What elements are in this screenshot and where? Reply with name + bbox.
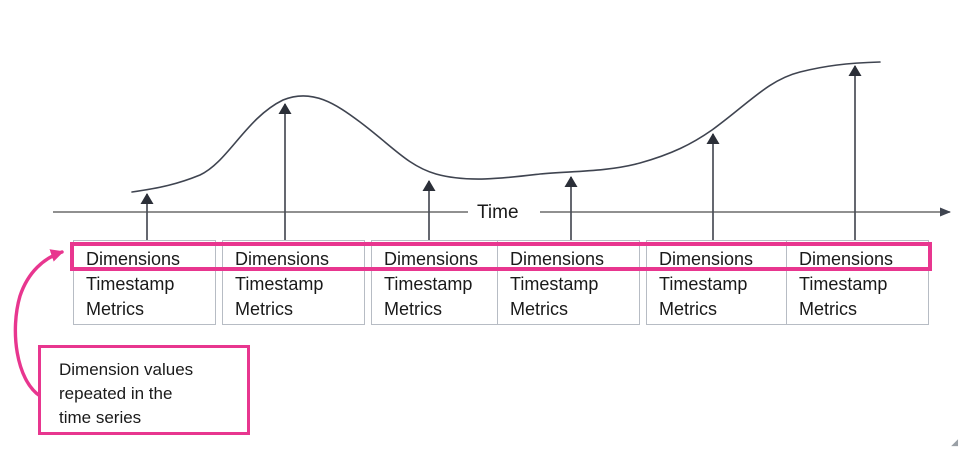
record-field-timestamp: Timestamp [799,274,888,294]
record-field-dimensions: Dimensions [799,249,894,269]
record-box-4[interactable]: Dimensions Timestamp Metrics [497,240,640,325]
record-field-timestamp: Timestamp [659,274,748,294]
sample-arrows-group [140,65,862,240]
record-field-dimensions: Dimensions [86,249,181,269]
record-box-2[interactable]: Dimensions Timestamp Metrics [222,240,365,325]
record-field-timestamp: Timestamp [384,274,473,294]
record-box-1[interactable]: Dimensions Timestamp Metrics [73,240,216,325]
record-field-dimensions: Dimensions [235,249,330,269]
record-box-6[interactable]: Dimensions Timestamp Metrics [786,240,929,325]
time-axis-label: Time [468,203,528,222]
record-field-timestamp: Timestamp [235,274,324,294]
callout-connector-arrow [13,249,64,398]
record-field-metrics: Metrics [659,299,717,319]
record-field-dimensions: Dimensions [510,249,605,269]
record-field-metrics: Metrics [235,299,293,319]
record-field-dimensions: Dimensions [659,249,754,269]
record-field-timestamp: Timestamp [86,274,175,294]
callout-line-2: repeated in the [59,384,173,403]
corner-mark: ◢ [951,437,958,447]
record-field-timestamp: Timestamp [510,274,599,294]
record-field-metrics: Metrics [510,299,568,319]
record-field-dimensions: Dimensions [384,249,479,269]
record-field-metrics: Metrics [384,299,442,319]
record-box-5[interactable]: Dimensions Timestamp Metrics [646,240,789,325]
callout-box: Dimension values repeated in the time se… [38,345,250,435]
time-series-curve [131,61,881,193]
callout-line-3: time series [59,408,142,427]
record-field-metrics: Metrics [799,299,857,319]
record-field-metrics: Metrics [86,299,144,319]
callout-line-1: Dimension values [59,360,194,379]
record-box-3[interactable]: Dimensions Timestamp Metrics [371,240,514,325]
